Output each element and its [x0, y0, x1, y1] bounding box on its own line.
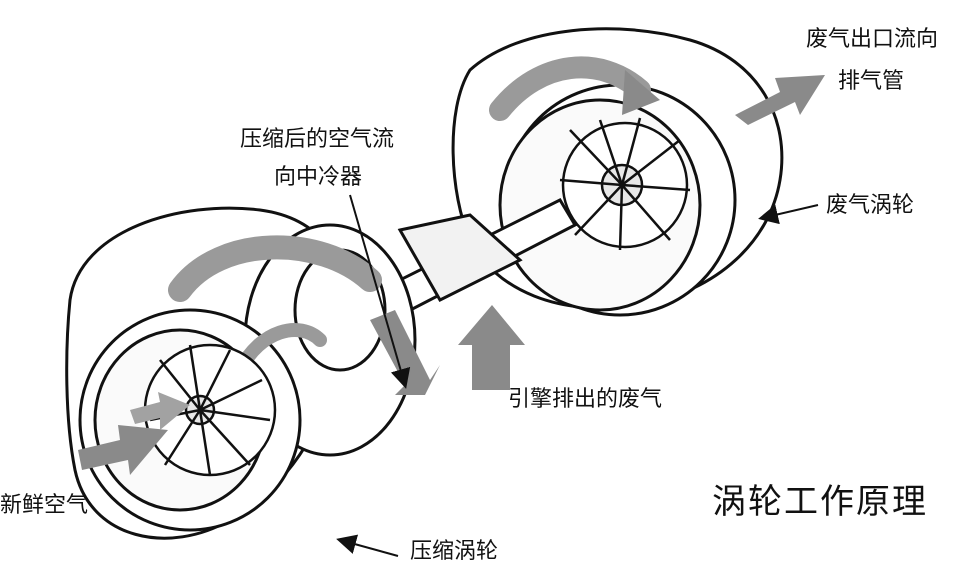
label-fresh-air: 新鲜空气	[0, 493, 89, 518]
compressor-flow-band	[168, 235, 382, 302]
fresh-air-arrow-2	[130, 392, 190, 430]
compressed-air-arrow	[370, 310, 440, 395]
label-compressor-wheel: 压缩涡轮	[410, 539, 499, 564]
label-compressed-air-line1: 压缩后的空气流	[240, 127, 395, 152]
diagram-title: 涡轮工作原理	[712, 482, 928, 522]
turbine-flow-arrowhead	[622, 70, 660, 115]
exhaust-out-arrow	[735, 75, 825, 125]
label-turbine-wheel: 废气涡轮	[826, 193, 915, 218]
engine-exhaust-arrow	[458, 305, 525, 390]
label-engine-exhaust: 引擎排出的废气	[508, 387, 663, 412]
turbine-wheel	[559, 117, 691, 251]
compressor-wheel-leader	[336, 534, 399, 557]
label-exhaust-out-line2: 排气管	[838, 69, 905, 94]
label-compressed-air-line2: 向中冷器	[274, 165, 363, 190]
compressor-wheel	[143, 343, 277, 477]
label-exhaust-out-line1: 废气出口流向	[806, 27, 939, 52]
compressed-air-leader	[349, 194, 411, 389]
fresh-air-arrow	[78, 425, 168, 475]
turbine-wheel-leader	[758, 204, 819, 225]
